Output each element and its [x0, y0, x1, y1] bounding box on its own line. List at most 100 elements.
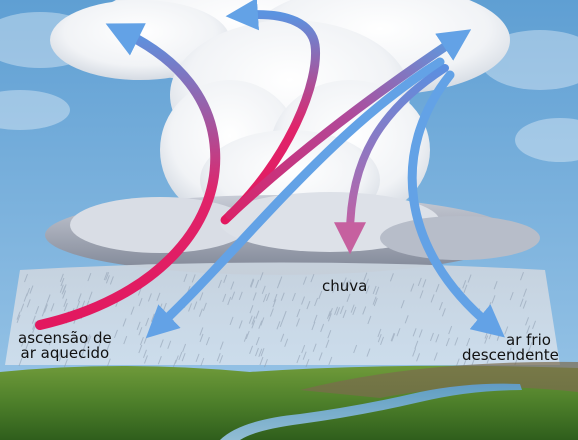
- rain-streak: [284, 338, 289, 347]
- rain-streak: [24, 273, 28, 283]
- rain-streak: [106, 341, 111, 351]
- rain-streak: [302, 351, 307, 360]
- rain-streak: [172, 359, 177, 369]
- rain-streak: [138, 327, 143, 336]
- rain-streak: [491, 295, 496, 304]
- rain-streak: [312, 343, 317, 352]
- rain-streak: [404, 315, 409, 324]
- rain-streak: [273, 293, 278, 303]
- rain-streak: [147, 293, 152, 302]
- rain-streak: [334, 306, 339, 315]
- rain-streak: [250, 279, 255, 288]
- rain-streak: [418, 329, 423, 338]
- warm-updraft-arrow-left: [35, 23, 221, 330]
- rain-streak: [412, 328, 417, 337]
- rain-streak: [416, 353, 421, 362]
- rain-streak: [103, 271, 108, 281]
- rain-streak: [327, 329, 332, 339]
- rain-streak: [390, 332, 395, 342]
- rain-streak: [143, 355, 148, 364]
- rain-streak: [414, 340, 419, 350]
- rain-streak: [183, 273, 188, 283]
- rain-streak: [262, 293, 267, 303]
- rain-streak: [63, 302, 68, 312]
- rain-streak: [26, 287, 31, 297]
- rain-streak: [191, 274, 196, 283]
- rain-streak: [157, 355, 162, 365]
- rain-streak: [77, 293, 82, 302]
- rain-streak: [346, 293, 351, 303]
- rain-streak: [63, 358, 68, 368]
- rain-streak: [296, 308, 301, 318]
- rain-streak: [50, 303, 55, 312]
- rain-streak: [320, 323, 325, 333]
- rain-streak: [87, 335, 92, 344]
- rain-streak: [59, 284, 64, 293]
- rain-streak: [21, 338, 25, 347]
- rain-streak: [219, 355, 224, 364]
- rain-streak: [32, 324, 37, 334]
- rain-streak: [342, 277, 347, 286]
- rain-streak: [143, 349, 147, 358]
- rain-streak: [441, 308, 446, 317]
- rain-streak: [80, 350, 85, 360]
- rain-streak: [26, 299, 31, 308]
- rain-streak: [254, 347, 259, 357]
- rain-streak: [504, 326, 509, 335]
- rain-streak: [199, 327, 204, 336]
- rain-streak: [301, 344, 306, 354]
- rain-streak: [251, 316, 256, 325]
- rain-streak: [43, 304, 48, 313]
- rain-streak: [182, 343, 187, 353]
- rain-streak: [295, 318, 300, 327]
- rain-streak: [342, 309, 347, 319]
- rain-streak: [313, 314, 318, 324]
- rain-streak: [272, 299, 277, 308]
- rain-streak: [522, 300, 527, 309]
- rain-streak: [306, 300, 311, 310]
- rain-streak: [332, 284, 337, 293]
- rain-streak: [362, 306, 367, 315]
- rain-streak: [238, 320, 243, 329]
- rain-streak: [364, 278, 369, 287]
- rain-streak: [188, 303, 192, 312]
- rain-streak: [249, 305, 254, 314]
- rain-streak: [311, 321, 316, 331]
- rain-streak: [467, 274, 472, 283]
- rain-streak: [76, 300, 81, 310]
- rain-streak: [199, 292, 204, 301]
- updraft-arrow-top: [220, 0, 321, 225]
- rain-streak: [291, 292, 296, 302]
- rain-streak: [433, 352, 438, 361]
- rain-streak: [280, 292, 285, 301]
- rain-streak: [20, 303, 25, 312]
- rain-streak: [195, 353, 200, 363]
- rain-streak: [105, 275, 110, 284]
- rain-streak: [417, 277, 422, 287]
- rain-streak: [419, 290, 424, 299]
- rain-streak: [18, 357, 23, 367]
- rain-streak: [410, 283, 415, 292]
- rain-streak: [255, 310, 260, 319]
- warm-air-label-line2: ar aquecido: [20, 344, 110, 362]
- rain-streak: [218, 279, 222, 289]
- rain-streak: [339, 305, 344, 314]
- rain-streak: [35, 306, 40, 315]
- rain-streak: [353, 344, 358, 354]
- rain-streak: [136, 321, 141, 330]
- rain-streak: [57, 349, 62, 358]
- rain-streak: [260, 317, 265, 326]
- rain-streak: [255, 279, 260, 289]
- rain-streak: [82, 341, 87, 350]
- rain-arrow: [334, 64, 449, 255]
- rain-streak: [438, 301, 443, 311]
- rain-streak: [16, 311, 21, 320]
- rain-streak: [340, 282, 345, 291]
- rain-streak: [202, 302, 207, 311]
- rain-streak: [259, 272, 264, 281]
- rain-streak: [280, 333, 285, 343]
- rain-streak: [198, 308, 203, 317]
- rain-streak: [48, 337, 53, 346]
- rain-streak: [344, 280, 349, 289]
